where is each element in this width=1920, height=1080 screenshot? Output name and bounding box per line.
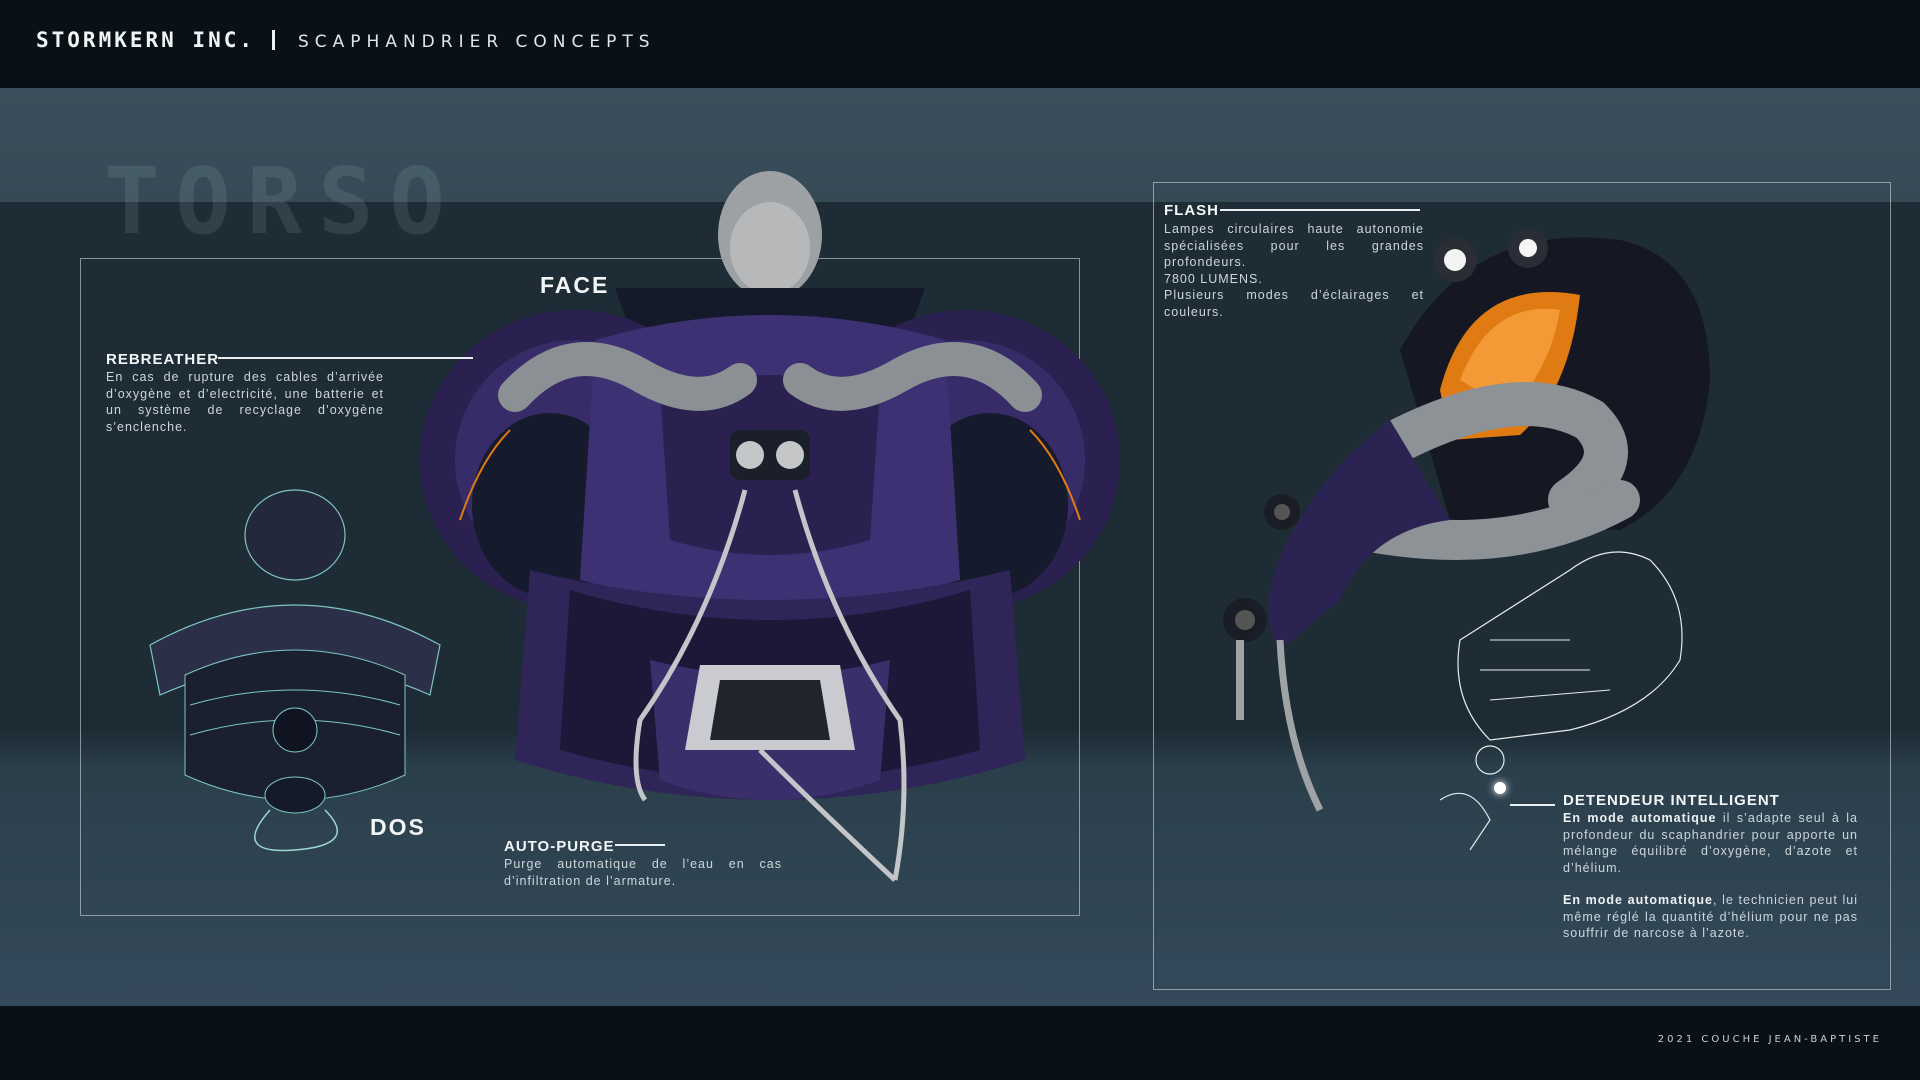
face-label: FACE — [540, 272, 610, 298]
detendeur-marker — [1494, 782, 1506, 794]
helmet-frame — [1153, 182, 1891, 990]
footer-credit: 2021 COUCHE JEAN-BAPTISTE — [1657, 1034, 1882, 1045]
rebreather-title: REBREATHER — [106, 351, 220, 368]
detendeur-leader — [1510, 804, 1555, 806]
rebreather-text: En cas de rupture des cables d’arrivée d… — [106, 370, 384, 434]
helmet-illustration — [1223, 228, 1710, 850]
bottom-bar — [0, 1006, 1920, 1080]
brand-name: STORMKERN INC. — [36, 28, 256, 52]
auto-purge-text: Purge automatique de l’eau en cas d’infi… — [504, 857, 782, 888]
torso-frame — [80, 258, 1080, 916]
header-separator — [272, 30, 275, 50]
rebreather-leader — [218, 357, 473, 359]
torso-back-illustration — [149, 489, 441, 852]
detendeur-p2-bold: En mode automatique — [1563, 893, 1713, 907]
detendeur-title: DETENDEUR INTELLIGENT — [1563, 792, 1780, 809]
flash-title: FLASH — [1164, 202, 1219, 219]
detendeur-p1-bold: En mode automatique — [1563, 811, 1717, 825]
section-title: TORSO — [104, 148, 461, 255]
flash-description: Lampes circulaires haute autonomie spéci… — [1164, 222, 1424, 269]
detendeur-p1-rest: il s’adapte seul à la profondeur du scap… — [1563, 811, 1858, 875]
flash-leader — [1220, 209, 1420, 211]
dos-label: DOS — [370, 814, 426, 840]
auto-purge-leader — [615, 844, 665, 846]
flash-text: Lampes circulaires haute autonomie spéci… — [1164, 221, 1424, 320]
header-subtitle: SCAPHANDRIER CONCEPTS — [298, 32, 656, 52]
detendeur-text: En mode automatique il s’adapte seul à l… — [1563, 810, 1858, 942]
torso-front-illustration — [420, 171, 1120, 882]
auto-purge-title: AUTO-PURGE — [504, 838, 615, 855]
flash-lumens: 7800 LUMENS. — [1164, 271, 1263, 286]
top-bar: STORMKERN INC. SCAPHANDRIER CONCEPTS — [0, 0, 1920, 88]
flash-modes: Plusieurs modes d’éclairages et couleurs… — [1164, 288, 1424, 319]
detendeur-p2-rest: , le technicien peut lui même réglé la q… — [1563, 893, 1858, 940]
detendeur-paragraph-2: En mode automatique, le technicien peut … — [1563, 892, 1858, 942]
detendeur-paragraph-1: En mode automatique il s’adapte seul à l… — [1563, 810, 1858, 876]
